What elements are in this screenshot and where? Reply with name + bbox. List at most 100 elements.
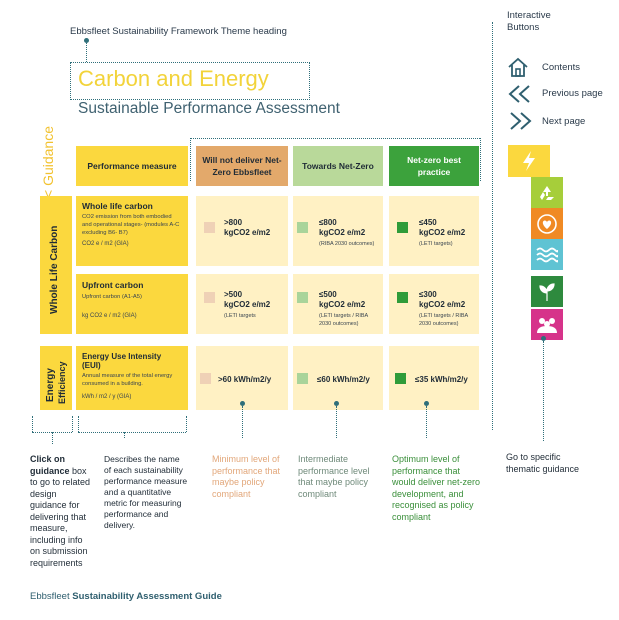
cell-net-zero-row3: ≤35 kWh/m2/y [389, 346, 479, 410]
next-page-label[interactable]: Next page [542, 116, 586, 127]
measure-cell-upfront-carbon[interactable]: Upfront carbon Upfront carbon (A1-A5) kg… [76, 274, 188, 334]
bracket [186, 416, 187, 432]
group-whole-life-carbon[interactable]: Whole Life Carbon [40, 196, 72, 334]
page-title: Carbon and Energy [78, 66, 269, 91]
annotation-dot [84, 38, 89, 43]
nav-divider [492, 22, 493, 430]
group-energy-efficiency[interactable]: Energy Efficiency [40, 346, 72, 410]
group-label: Whole Life Carbon [49, 225, 60, 314]
measure-cell-whole-life-carbon[interactable]: Whole life carbon CO2 emission from both… [76, 196, 188, 266]
previous-page-label[interactable]: Previous page [542, 88, 603, 99]
status-square [204, 222, 215, 233]
theme-waste-button[interactable] [531, 177, 563, 208]
contents-label[interactable]: Contents [542, 62, 581, 73]
people-icon [537, 317, 557, 333]
next-page-button[interactable] [507, 111, 533, 136]
header-frame [190, 138, 191, 181]
status-square [297, 222, 308, 233]
col-header-will-not-deliver: Will not deliver Net-Zero Ebbsfleet [196, 146, 288, 186]
plant-icon [539, 282, 555, 301]
value: >60 kWh/m2/y [218, 375, 272, 384]
recycle-icon [540, 185, 554, 200]
home-icon [508, 57, 528, 77]
measure-title: Upfront carbon [82, 280, 144, 290]
measure-unit: kg CO2 e / m2 (GIA) [82, 313, 137, 319]
group-label: Efficiency [57, 361, 67, 404]
leader-dot [541, 336, 546, 341]
theme-ecology-button[interactable] [531, 276, 563, 307]
measure-description: Upfront carbon (A1-A5) [82, 294, 142, 300]
leader-dot [240, 401, 245, 406]
header-frame [480, 138, 481, 181]
source-note: (LETI targets) [419, 241, 453, 247]
nav-heading: Interactive Buttons [507, 10, 551, 33]
leader-dot [334, 401, 339, 406]
theme-community-button[interactable] [531, 309, 563, 340]
status-square [397, 222, 408, 233]
measure-annotation: Describes the name of each sustainabilit… [104, 454, 188, 530]
cell-will-not-row3: >60 kWh/m2/y [196, 346, 288, 410]
bracket [124, 432, 125, 438]
theme-health-button[interactable] [531, 208, 563, 239]
title-highlight-box [70, 62, 310, 100]
measure-description: Annual measure of the total energy consu… [82, 373, 173, 387]
theme-water-button[interactable] [531, 239, 563, 270]
source-note: (LETI targets / RIBA 2030 outcomes) [419, 313, 468, 327]
leader-line [242, 406, 243, 438]
footer-title: Sustainability Assessment Guide [72, 591, 222, 602]
measure-unit: CO2 e / m2 (GIA) [82, 241, 129, 247]
annotation-leader [86, 40, 87, 62]
status-square [395, 373, 406, 384]
bracket [32, 416, 33, 432]
guidance-link[interactable]: < Guidance [40, 118, 60, 198]
leader-line [336, 406, 337, 438]
source-note: (LETI targets / RIBA 2030 outcomes) [319, 313, 368, 327]
footer-brand: Ebbsfleet [30, 591, 70, 602]
measure-unit: kWh / m2 / y (GIA) [82, 394, 132, 400]
source-note: (RIBA 2030 outcomes) [319, 241, 375, 247]
theme-heading-annotation: Ebbsfleet Sustainability Framework Theme… [70, 26, 287, 37]
footer: Ebbsfleet Sustainability Assessment Guid… [30, 591, 222, 602]
heart-leaf-icon [537, 213, 557, 234]
theme-guidance-annotation: Go to specific thematic guidance [506, 452, 580, 474]
value: ≤60 kWh/m2/y [317, 375, 370, 384]
leader-line [426, 406, 427, 438]
status-square [204, 292, 215, 303]
measure-title: Energy Use Intensity (EUI) [82, 352, 162, 370]
col-header-towards-net-zero: Towards Net-Zero [293, 146, 383, 186]
theme-carbon-energy-button[interactable] [508, 145, 550, 177]
bracket [72, 416, 73, 432]
source-note: (LETI targets [224, 313, 256, 319]
measure-cell-eui[interactable]: Energy Use Intensity (EUI) Annual measur… [76, 346, 188, 410]
bracket [52, 432, 53, 444]
double-chevron-left-icon [508, 85, 530, 103]
guidance-label[interactable]: < Guidance [40, 126, 56, 198]
intermediate-annotation: Intermediate performance level that mayb… [298, 454, 370, 499]
bracket [78, 416, 79, 432]
status-square [397, 292, 408, 303]
water-waves-icon [536, 247, 558, 262]
status-square [297, 292, 308, 303]
contents-button[interactable] [507, 56, 529, 83]
col-header-measure: Performance measure [76, 146, 188, 186]
group-label: Energy [45, 368, 56, 402]
previous-page-button[interactable] [507, 84, 533, 109]
guidance-annotation: Click on guidance box to go to related d… [30, 454, 91, 568]
measure-title: Whole life carbon [82, 201, 153, 211]
header-frame [190, 138, 480, 139]
optimum-annotation: Optimum level of performance that would … [392, 454, 481, 522]
double-chevron-right-icon [510, 112, 532, 130]
bracket [78, 432, 186, 433]
page-subtitle: Sustainable Performance Assessment [78, 100, 340, 117]
status-square [297, 373, 308, 384]
